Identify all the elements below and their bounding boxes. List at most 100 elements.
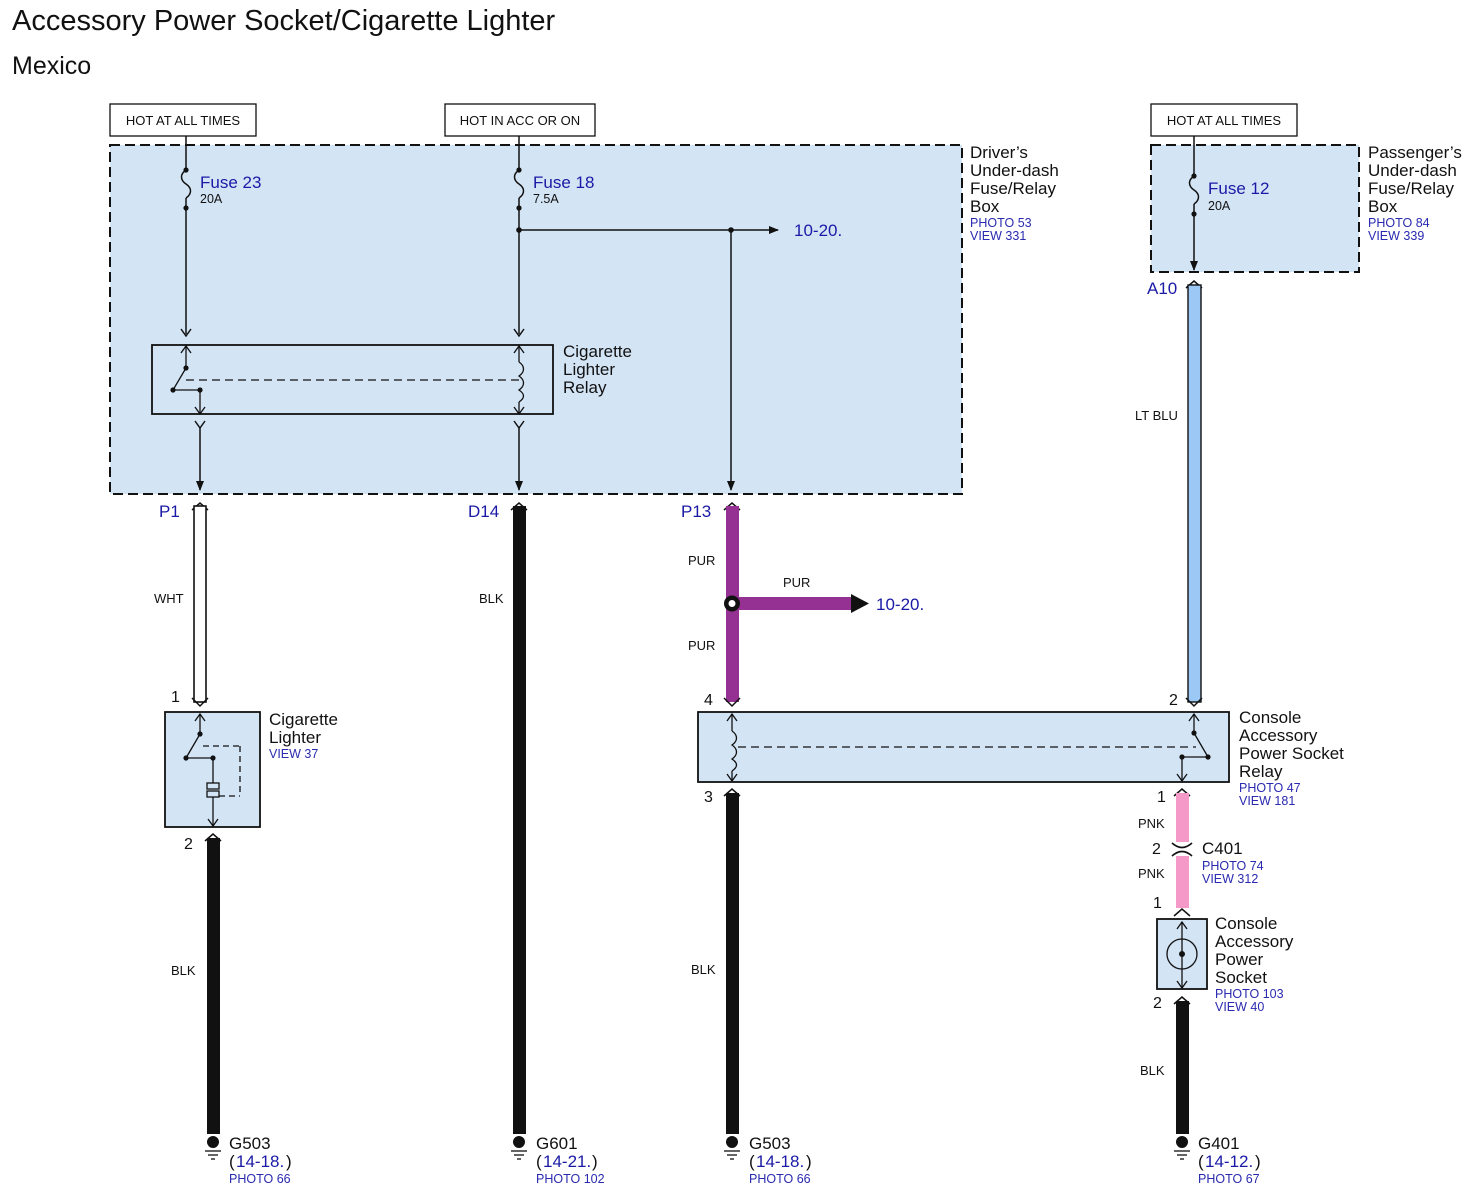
ground-g503-a-paren-close: ) [286,1152,292,1171]
ground-g401-paren-open: ( [1198,1152,1204,1171]
wire-label-pur-branch: PUR [783,575,810,590]
terminal-cl2: 2 [184,836,193,853]
connector-c401-view[interactable]: VIEW 312 [1202,872,1258,886]
cig-relay-line-2: Lighter [563,360,615,379]
ground-g503-b-paren-open: ( [749,1152,755,1171]
wire-label-blk-console-relay: BLK [691,962,716,977]
cig-lighter-view[interactable]: VIEW 37 [269,747,318,761]
wire-label-pnk-bottom: PNK [1138,866,1165,881]
ground-g601-photo[interactable]: PHOTO 102 [536,1172,605,1186]
fuse18-circuit [513,136,779,491]
top-arrow-ref[interactable]: 10-20. [794,221,842,240]
hot-label-fuse18: HOT IN ACC OR ON [444,103,596,137]
fuse18-rating: 7.5A [533,192,559,206]
console-relay-line-2: Accessory [1239,726,1318,745]
ground-g401: G401 ( 14-12. ) PHOTO 67 [1174,1134,1261,1186]
wire-blk-cig [204,833,222,1134]
wire-pnk [1171,788,1193,917]
console-relay-line-4: Relay [1239,762,1283,781]
power-socket-view[interactable]: VIEW 40 [1215,1000,1264,1014]
ground-g503-a-paren-open: ( [229,1152,235,1171]
passengers-box-line-1: Passenger’s [1368,143,1462,162]
terminal-a10: A10 [1147,279,1177,298]
ground-g503-a-photo[interactable]: PHOTO 66 [229,1172,291,1186]
cig-lighter-line-1: Cigarette [269,710,338,729]
console-relay-line-1: Console [1239,708,1301,727]
passengers-fuse-box-label: Passenger’s Under-dash Fuse/Relay Box PH… [1368,143,1462,243]
drivers-box-line-3: Fuse/Relay [970,179,1056,198]
wire-label-blk-socket: BLK [1140,1063,1165,1078]
passengers-box-line-4: Box [1368,197,1398,216]
passengers-box-line-2: Under-dash [1368,161,1457,180]
ground-g503-b: G503 ( 14-18. ) PHOTO 66 [724,1134,812,1186]
drivers-box-line-2: Under-dash [970,161,1059,180]
cig-relay-internals [172,344,525,416]
ground-g503-b-photo[interactable]: PHOTO 66 [749,1172,811,1186]
fuse23-name: Fuse 23 [200,173,261,192]
fuse18-name: Fuse 18 [533,173,594,192]
ground-g503-b-ref[interactable]: 14-18. [756,1152,804,1171]
power-socket-photo[interactable]: PHOTO 103 [1215,987,1284,1001]
cig-lighter-line-2: Lighter [269,728,321,747]
ground-g503-b-name: G503 [749,1134,791,1153]
connector-c401-photo[interactable]: PHOTO 74 [1202,859,1264,873]
passengers-fuse-box [1150,144,1360,273]
page-title: Accessory Power Socket/Cigarette Lighter [12,5,556,37]
wire-label-ltblu: LT BLU [1135,408,1178,423]
terminal-cr1: 1 [1157,789,1166,806]
connector-c401-name: C401 [1202,839,1243,858]
console-relay-line-3: Power Socket [1239,744,1344,763]
wire-pur [723,502,869,708]
fuse23-circuit [180,136,192,338]
power-socket-line-2: Accessory [1215,932,1294,951]
ground-g503-a-ref[interactable]: 14-18. [236,1152,284,1171]
console-relay-view[interactable]: VIEW 181 [1239,794,1295,808]
passengers-box-view: VIEW 339 [1368,229,1424,243]
wire-label-pnk-top: PNK [1138,816,1165,831]
ground-g401-ref[interactable]: 14-12. [1205,1152,1253,1171]
console-relay-internals [726,712,1209,783]
terminal-p1: P1 [159,502,180,521]
wire-wht [191,502,209,708]
ground-g601-paren-close: ) [592,1152,598,1171]
terminal-cl1: 1 [171,689,180,706]
wire-blk-console-relay [723,788,741,1134]
hot-label-fuse23-text: HOT AT ALL TIMES [126,113,240,128]
terminal-cr4: 4 [704,692,713,709]
cigarette-lighter-relay [151,344,554,415]
drivers-box-line-1: Driver’s [970,143,1028,162]
terminal-d14: D14 [468,502,499,521]
cig-relay-line-1: Cigarette [563,342,632,361]
ground-g503-a-name: G503 [229,1134,271,1153]
wire-label-wht: WHT [154,591,184,606]
terminal-p13: P13 [681,502,711,521]
drivers-box-photo: PHOTO 53 [970,216,1032,230]
drivers-fuse-box-label: Driver’s Under-dash Fuse/Relay Box PHOTO… [970,143,1059,243]
cig-lighter-internals [185,712,241,828]
terminal-cr3: 3 [704,789,713,806]
hot-label-fuse18-text: HOT IN ACC OR ON [460,113,580,128]
mid-arrow-ref[interactable]: 10-20. [876,595,924,614]
wire-blk-d14 [510,502,528,1134]
page-subtitle: Mexico [12,52,91,80]
power-socket-line-1: Console [1215,914,1277,933]
wire-label-pur-top: PUR [688,553,715,568]
fuse23-rating: 20A [200,192,223,206]
drivers-fuse-box [109,144,963,495]
power-socket-line-4: Socket [1215,968,1267,987]
ground-g401-photo[interactable]: PHOTO 67 [1198,1172,1260,1186]
ground-g601: G601 ( 14-21. ) PHOTO 102 [511,1134,605,1186]
terminal-c401-2: 2 [1152,841,1161,858]
wire-blk-socket [1173,996,1191,1134]
fuse12-name: Fuse 12 [1208,179,1269,198]
wire-label-pur-bottom: PUR [688,638,715,653]
drivers-box-line-4: Box [970,197,1000,216]
cig-relay-line-3: Relay [563,378,607,397]
ground-g601-name: G601 [536,1134,578,1153]
console-relay-photo[interactable]: PHOTO 47 [1239,781,1301,795]
ground-g601-ref[interactable]: 14-21. [543,1152,591,1171]
ground-g401-paren-close: ) [1255,1152,1261,1171]
ground-g503-b-paren-close: ) [806,1152,812,1171]
wire-label-blk-d14: BLK [479,591,504,606]
